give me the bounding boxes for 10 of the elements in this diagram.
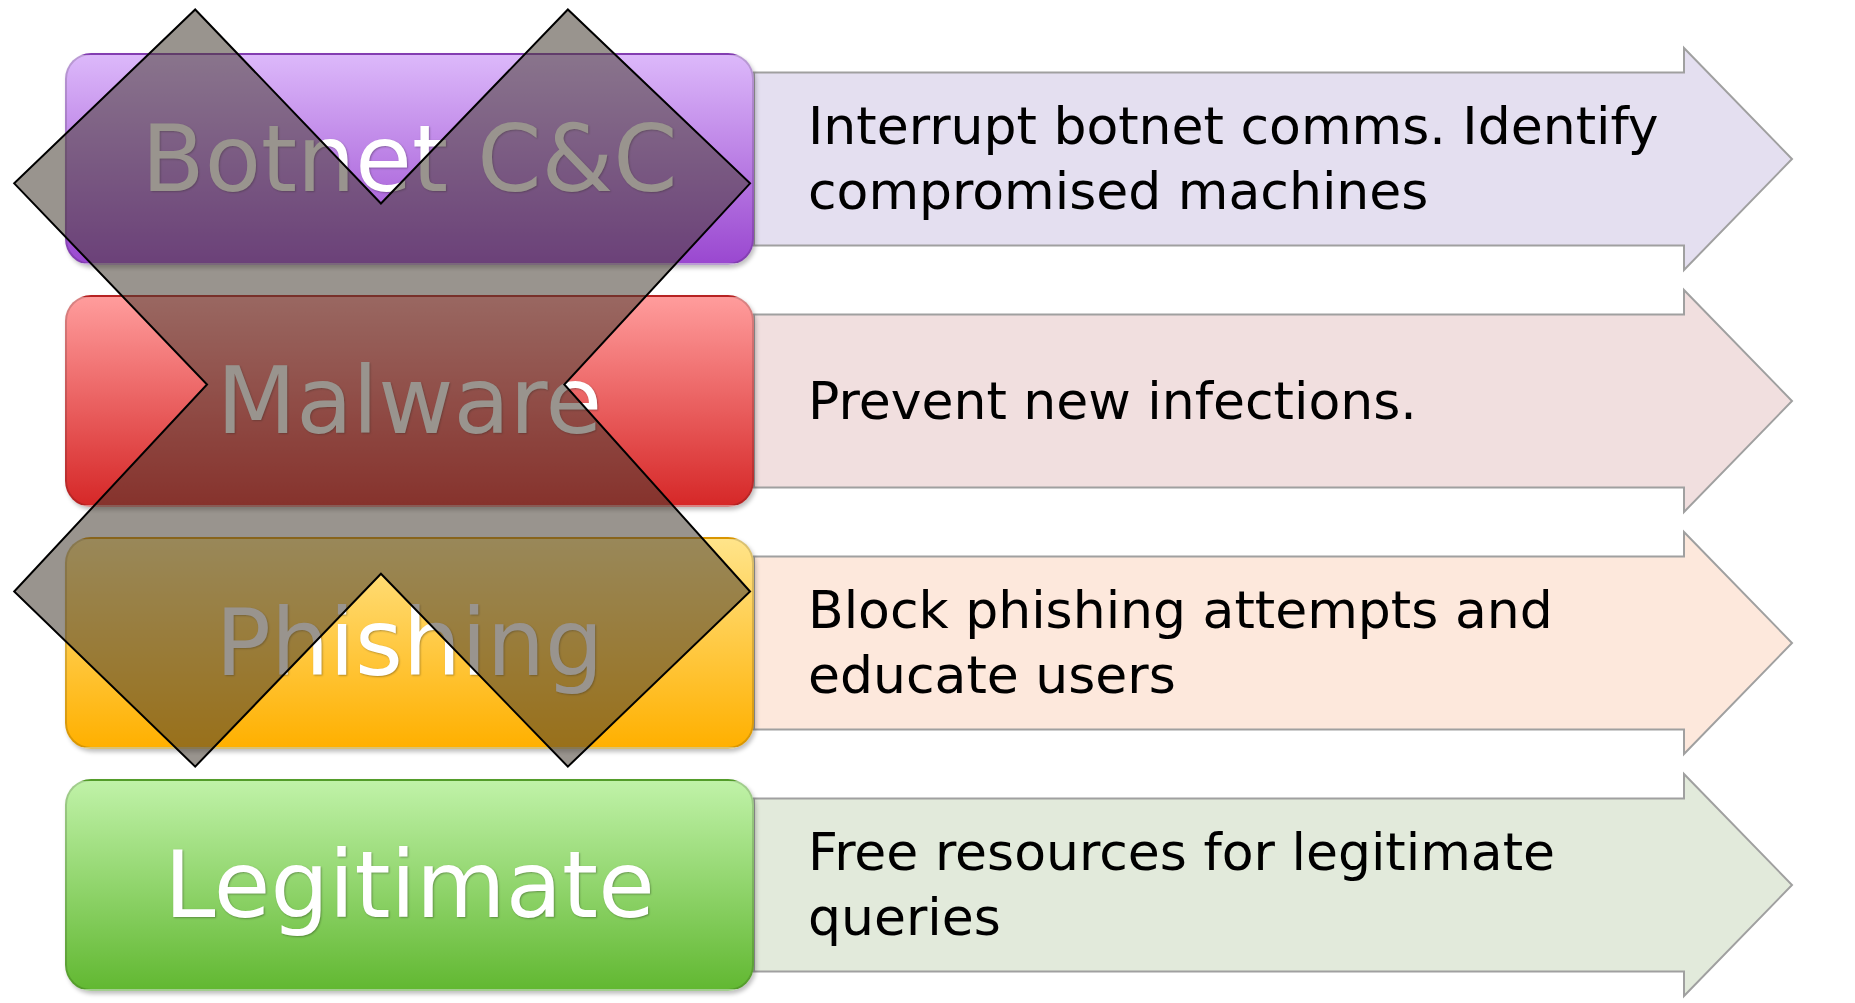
edge-label: Interrupt botnet comms. Identify compromised machines: [808, 95, 1660, 223]
category-label: Legitimate: [164, 831, 655, 939]
category-box: [65, 779, 754, 991]
edge-label: Free resources for legitimate queries: [808, 821, 1557, 949]
block-arrow: [753, 771, 1794, 999]
block-arrow: [753, 287, 1794, 515]
edge-label: Block phishing attempts and educate users: [808, 579, 1554, 707]
edge-label: Prevent new infections.: [808, 369, 1418, 433]
block-arrow: [753, 45, 1794, 273]
block-arrow: [753, 529, 1794, 757]
